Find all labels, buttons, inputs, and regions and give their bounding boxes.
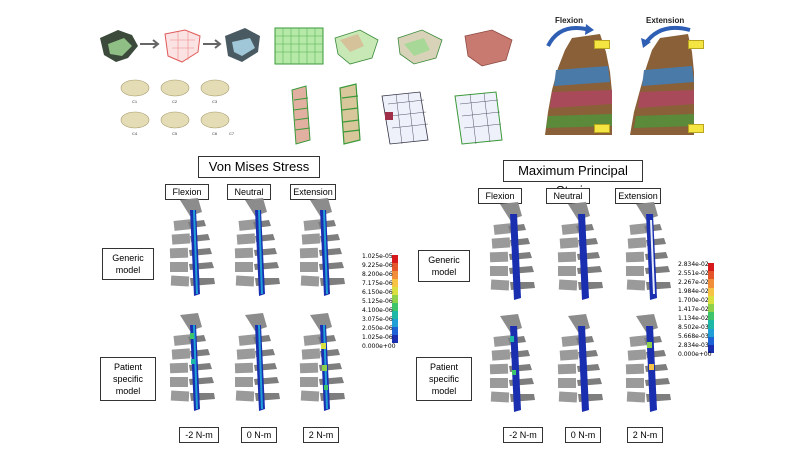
left-legend-value-5: 5.125e-06 xyxy=(362,298,393,305)
extension-bottom-tag xyxy=(688,124,704,133)
spine-mesh-1 xyxy=(291,85,311,145)
vertebra-label-c3: C3 xyxy=(212,99,218,104)
meshed-block-model xyxy=(274,27,324,65)
flexion-arrow-icon xyxy=(546,26,591,47)
right-row-label-patient: Patient specific model xyxy=(416,357,472,401)
left-legend-value-6: 4.100e-06 xyxy=(362,307,393,314)
von-mises-title: Von Mises Stress xyxy=(198,156,320,178)
right-legend-value-8: 5.668e-03 xyxy=(678,333,709,340)
left-legend-value-2: 8.200e-06 xyxy=(362,271,393,278)
vertebra-solid-model xyxy=(464,29,513,67)
left-row-label-patient: Patient specific model xyxy=(100,357,156,401)
top-figure-strip xyxy=(100,24,694,145)
right-col-header-flexion: Flexion xyxy=(478,188,522,204)
extension-label: Extension xyxy=(646,16,685,25)
right-legend-value-1: 2.551e-02 xyxy=(678,270,709,277)
extension-spine-model xyxy=(630,34,694,135)
right-legend-value-5: 1.417e-02 xyxy=(678,306,709,313)
right-moment-label-2: 2 N-m xyxy=(627,427,663,443)
right-legend-value-2: 2.267e-02 xyxy=(678,279,709,286)
left-legend-value-1: 9.225e-06 xyxy=(362,262,393,269)
right-moment-label-neg2: -2 N-m xyxy=(503,427,543,443)
vertebra-label-c5: C5 xyxy=(172,131,178,136)
arrow-icon xyxy=(203,39,222,49)
disc-mesh-2 xyxy=(454,91,503,145)
right-legend-value-7: 8.502e-03 xyxy=(678,324,709,331)
right-col-header-extension: Extension xyxy=(615,188,661,204)
vertebra-label-c6: C6 xyxy=(212,131,218,136)
vertebra-label-c2: C2 xyxy=(172,99,178,104)
flexion-label: Flexion xyxy=(555,16,584,25)
right-moment-label-0: 0 N-m xyxy=(565,427,601,443)
right-legend-value-3: 1.984e-02 xyxy=(678,288,709,295)
vertebra-label-c1: C1 xyxy=(132,99,138,104)
c1c2-mesh-model xyxy=(164,29,201,63)
left-legend-value-3: 7.175e-06 xyxy=(362,280,393,287)
left-moment-label-neg2: -2 N-m xyxy=(179,427,219,443)
left-legend-colorbar xyxy=(392,255,398,343)
left-legend-value-8: 2.050e-06 xyxy=(362,325,393,332)
vertebra-label-c7: C7 xyxy=(229,131,235,136)
left-legend-value-4: 6.150e-06 xyxy=(362,289,393,296)
vertebra-mesh-model-1 xyxy=(334,29,379,65)
right-row-label-generic: Generic model xyxy=(418,250,470,282)
vertebra-label-c4: C4 xyxy=(132,131,138,136)
right-legend-value-9: 2.834e-03 xyxy=(678,342,709,349)
c1c2-final-model xyxy=(225,28,260,62)
left-spine-grid xyxy=(169,198,345,411)
vertebra-mesh-model-2 xyxy=(397,29,443,65)
left-legend-value-0: 1.025e-05 xyxy=(362,253,393,260)
spine-mesh-2 xyxy=(339,83,361,145)
right-col-header-neutral: Neutral xyxy=(546,188,590,204)
right-legend-value-0: 2.834e-02 xyxy=(678,261,709,268)
left-moment-label-0: 0 N-m xyxy=(241,427,277,443)
right-spine-grid xyxy=(489,202,671,412)
left-legend-value-9: 1.025e-06 xyxy=(362,334,393,341)
flexion-top-tag xyxy=(594,40,610,49)
flexion-spine-model xyxy=(545,34,612,135)
left-col-header-extension: Extension xyxy=(290,184,336,200)
left-legend-value-7: 3.075e-06 xyxy=(362,316,393,323)
right-legend-value-6: 1.134e-02 xyxy=(678,315,709,322)
arrow-icon xyxy=(140,39,160,49)
right-legend-colorbar xyxy=(708,263,714,354)
left-moment-label-2: 2 N-m xyxy=(303,427,339,443)
left-col-header-neutral: Neutral xyxy=(227,184,271,200)
vertebra-thumbnails xyxy=(120,79,230,129)
max-principal-strain-title: Maximum Principal Strain xyxy=(503,160,643,198)
left-row-label-generic: Generic model xyxy=(102,248,154,280)
flexion-bottom-tag xyxy=(594,124,610,133)
extension-top-tag xyxy=(688,40,704,49)
right-legend-value-10: 0.000e+00 xyxy=(678,351,712,358)
right-legend-value-4: 1.700e-02 xyxy=(678,297,709,304)
c1c2-dark-model xyxy=(100,30,138,62)
left-legend-value-10: 0.000e+00 xyxy=(362,343,396,350)
extension-arrow-icon xyxy=(643,25,691,46)
disc-mesh-1 xyxy=(381,91,429,145)
